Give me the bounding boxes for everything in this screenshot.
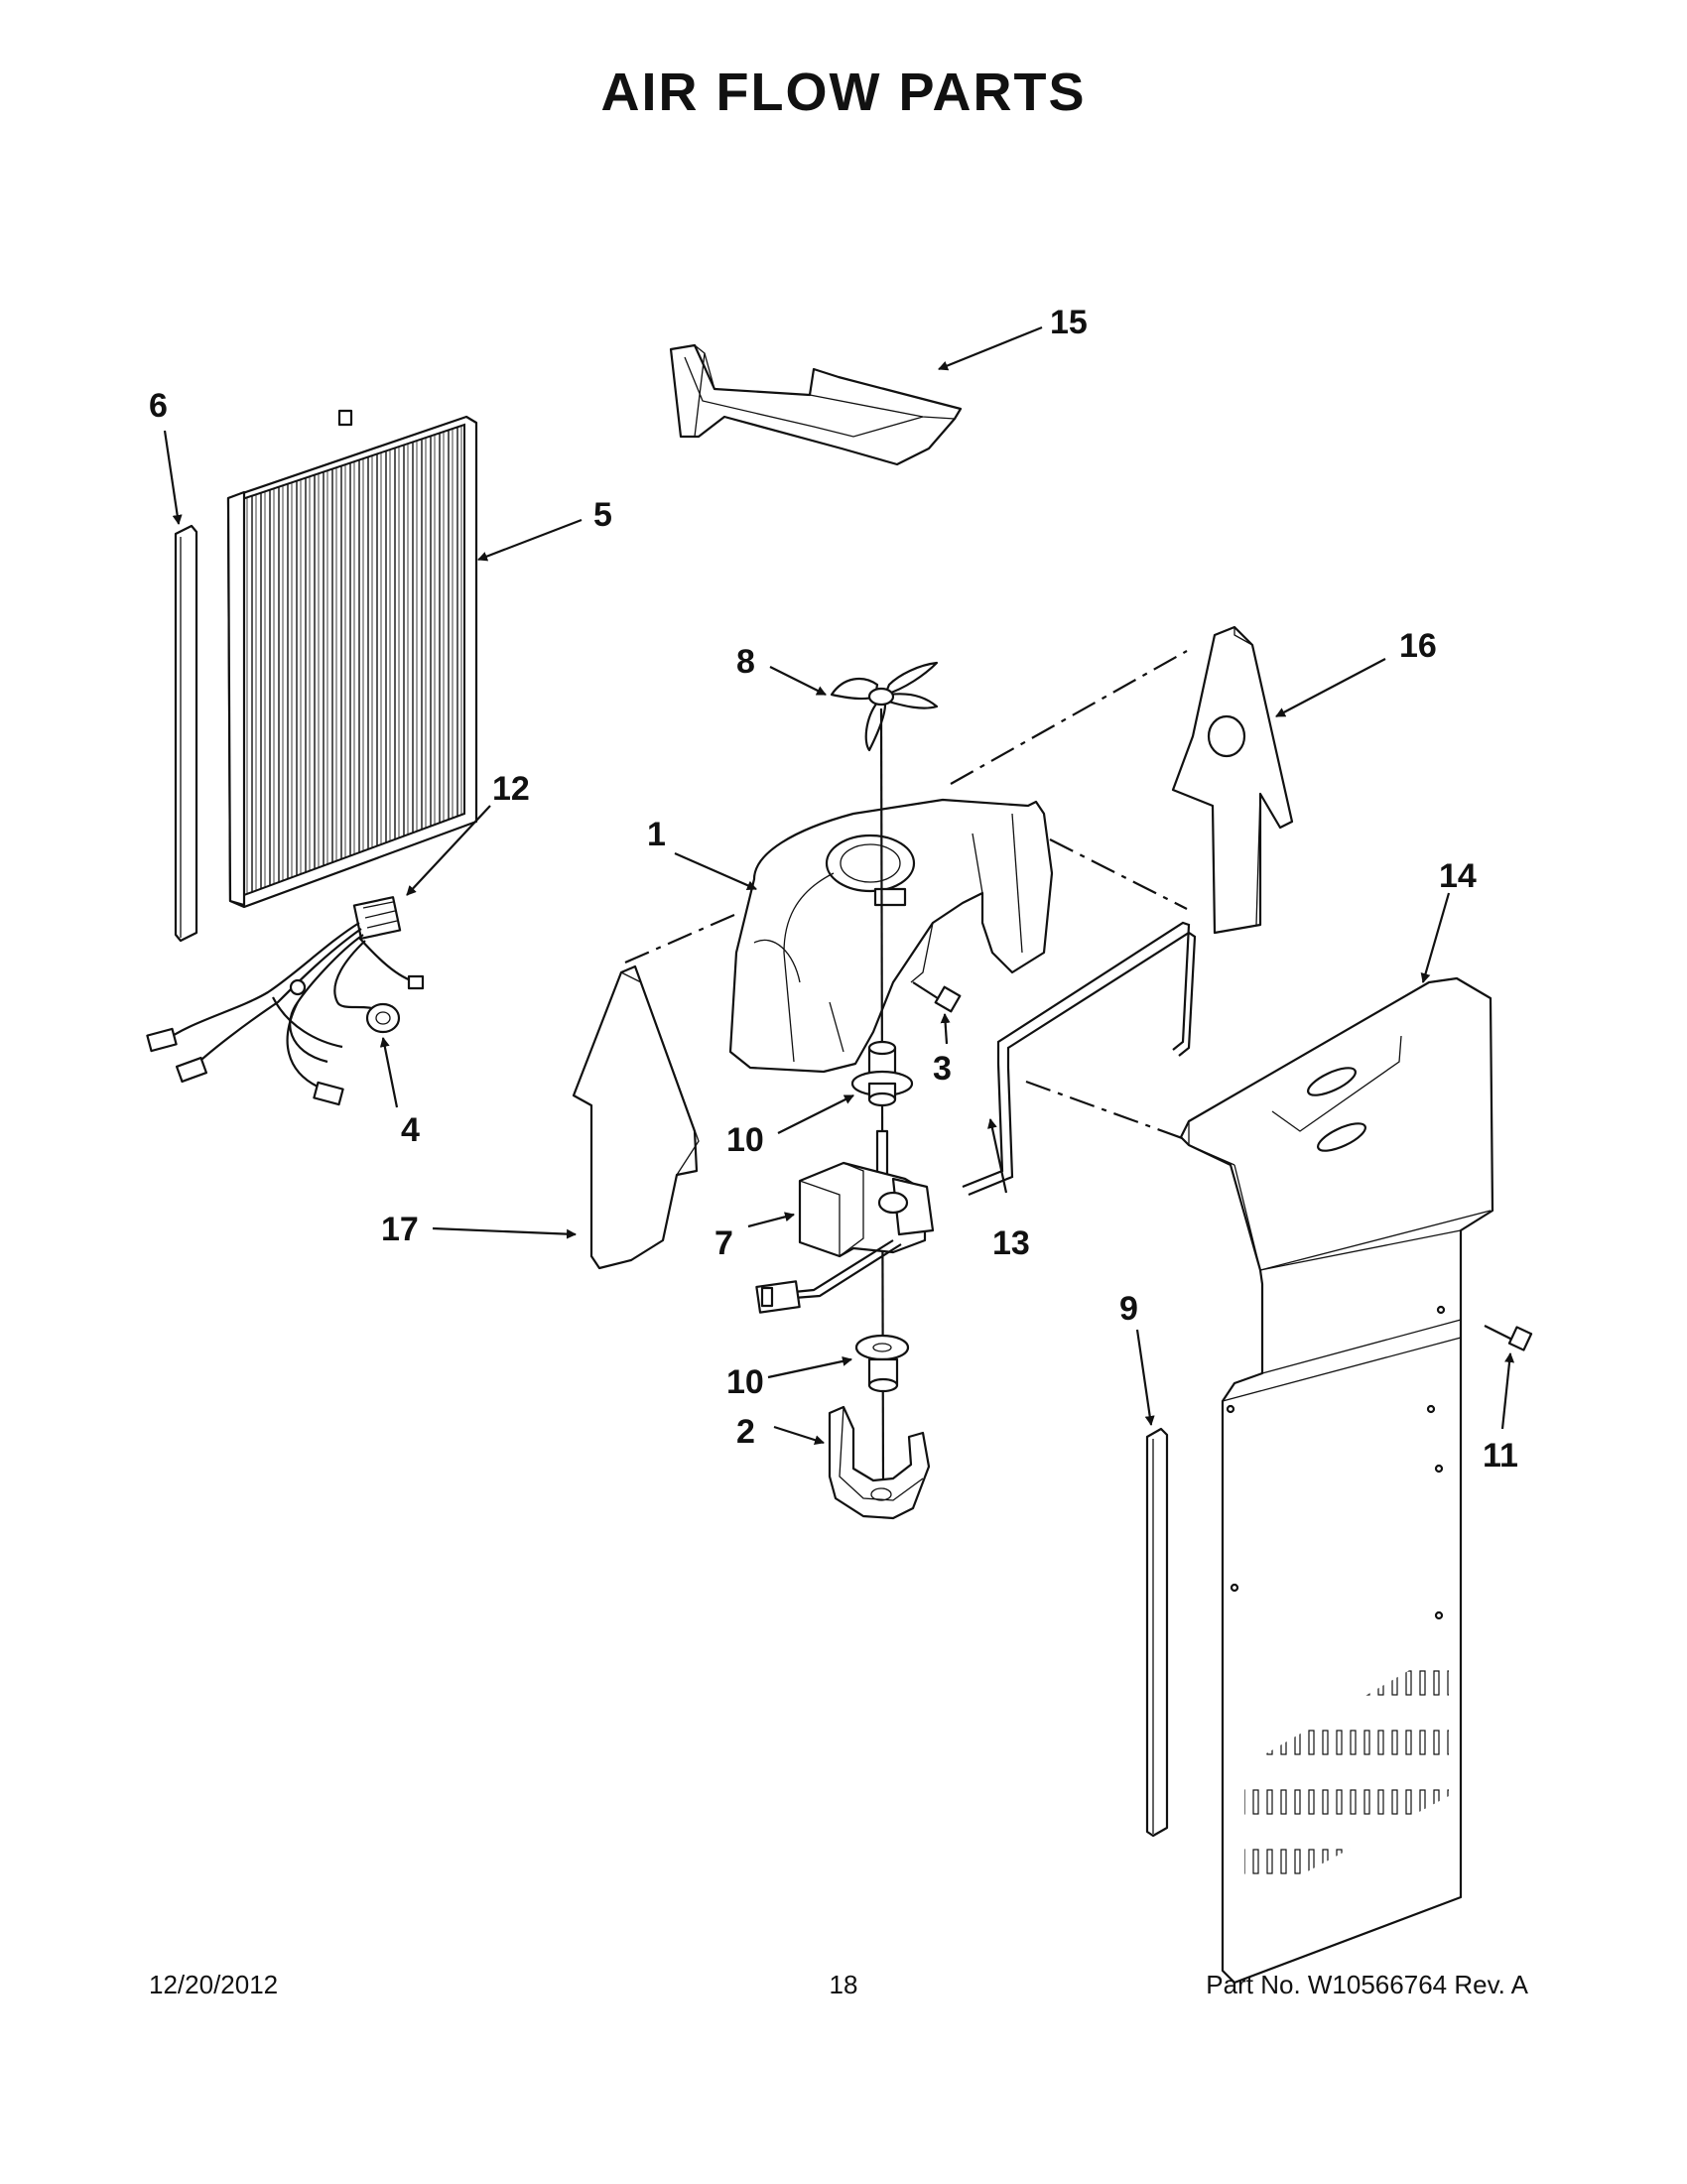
part-11-screw [1484, 1325, 1533, 1351]
callout-15: 15 [1050, 304, 1088, 341]
part-10-bushing-upper [850, 1040, 914, 1107]
footer-part-number: Part No. W10566764 Rev. A [1206, 1970, 1528, 1999]
part-5-evaporator [226, 409, 478, 909]
callout-10-upper: 10 [726, 1121, 764, 1159]
part-2-bracket [828, 1405, 931, 1520]
callout-2: 2 [736, 1413, 755, 1451]
part-15-top-duct [669, 343, 963, 466]
callout-4: 4 [401, 1111, 420, 1149]
callout-1: 1 [647, 816, 666, 853]
part-13-wire-bracket [962, 921, 1197, 1197]
callout-labels: 6 5 15 8 16 12 1 14 3 4 10 7 13 17 9 11 … [149, 304, 1518, 1475]
part-7-fan-motor [755, 1129, 935, 1314]
footer-page-number: 18 [829, 1970, 858, 1999]
callout-14: 14 [1439, 857, 1477, 895]
callout-11: 11 [1483, 1437, 1518, 1475]
callout-12: 12 [492, 770, 530, 808]
callout-3: 3 [933, 1050, 952, 1088]
callout-7: 7 [714, 1224, 733, 1262]
alignment-lines [624, 650, 1188, 1141]
callout-9: 9 [1119, 1290, 1138, 1328]
callout-10-lower: 10 [726, 1363, 764, 1401]
part-9-gasket-strip [1145, 1427, 1169, 1838]
footer-date: 12/20/2012 [149, 1970, 279, 1999]
part-6-gasket-strip [174, 524, 198, 943]
part-1-fan-housing [728, 798, 1054, 1074]
callout-13: 13 [992, 1224, 1030, 1262]
part-10-bushing-lower [854, 1334, 910, 1393]
part-14-evaporator-cover [1179, 976, 1494, 1985]
callout-16: 16 [1399, 627, 1437, 665]
leader-lines [163, 325, 1515, 1446]
part-8-fan-blade [830, 661, 939, 752]
callout-6: 6 [149, 387, 168, 425]
part-3-screw [912, 981, 962, 1013]
callout-5: 5 [593, 496, 612, 534]
part-4-thermistor [365, 1002, 401, 1034]
part-17-duct-panel [572, 964, 700, 1270]
page-title: AIR FLOW PARTS [600, 63, 1087, 122]
part-12-wire-harness [146, 896, 425, 1106]
callout-8: 8 [736, 643, 755, 681]
part-16-duct-panel [1171, 625, 1294, 935]
callout-17: 17 [381, 1211, 419, 1248]
